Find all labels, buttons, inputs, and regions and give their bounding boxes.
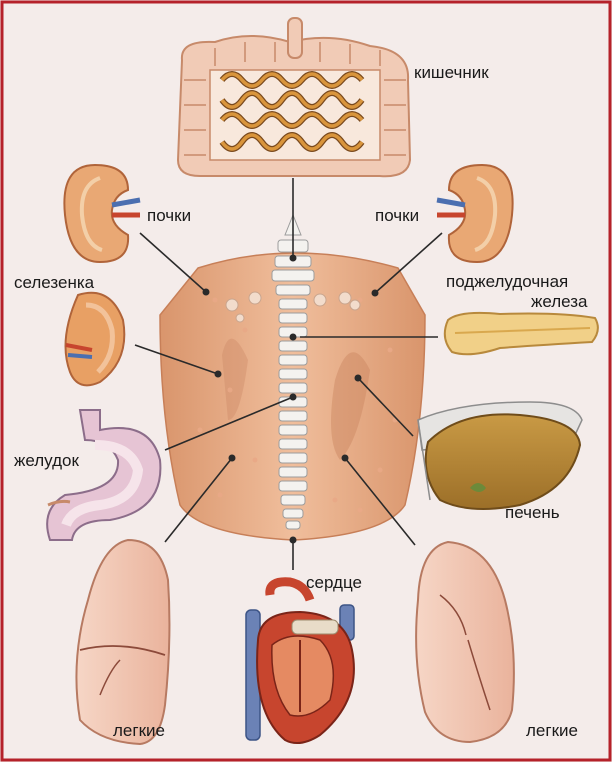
pancreas-icon	[445, 313, 598, 354]
label-intestine: кишечник	[414, 64, 489, 81]
label-spleen: селезенка	[14, 274, 94, 291]
lung-left-icon	[76, 540, 169, 744]
heart-icon	[246, 582, 354, 743]
spleen-icon	[66, 293, 125, 386]
stomach-icon	[47, 410, 160, 540]
liver-icon	[418, 402, 582, 509]
label-kidneys-right: почки	[375, 207, 419, 224]
label-pancreas-line1: поджелудочная	[446, 273, 568, 290]
label-liver: печень	[505, 504, 560, 521]
kidney-left-icon	[64, 165, 140, 262]
kidney-right-icon	[437, 165, 513, 262]
label-pancreas-line2: железа	[531, 293, 588, 310]
label-kidneys-left: почки	[147, 207, 191, 224]
lung-right-icon	[416, 542, 514, 742]
label-stomach: желудок	[14, 452, 79, 469]
label-lungs-left: легкие	[113, 722, 165, 739]
label-heart: сердце	[306, 574, 362, 591]
label-lungs-right: легкие	[526, 722, 578, 739]
intestine-icon	[178, 18, 410, 176]
